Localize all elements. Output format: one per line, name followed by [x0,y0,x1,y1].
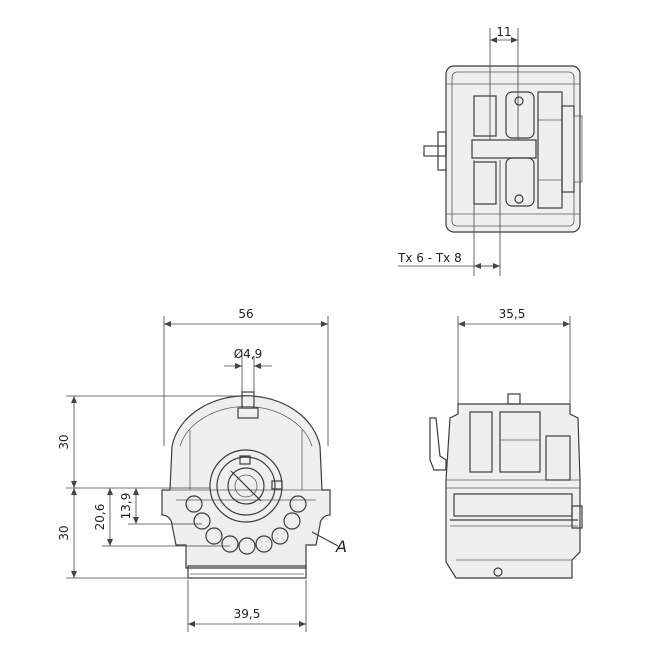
base-width-dimension: 39,5 [234,607,261,621]
side-view: 35,5 [429,307,583,579]
upper-height-dimension: 30 [57,434,71,449]
side-width-dimension: 35,5 [499,307,526,321]
front-width-dimension: 56 [238,307,253,321]
screw-size-dimension: Tx 6 - Tx 8 [397,251,462,265]
section-marker: A [335,537,347,556]
top-view-width-dimension: 11 [496,25,511,39]
mount-height-dimension-1: 20,6 [93,504,107,531]
mount-height-dimension-2: 13,9 [119,493,133,520]
top-view: 11 Tx 6 - Tx 8 [397,25,583,276]
front-view: 56 Ø4,9 30 30 20,6 13,9 39,5 A [57,307,347,632]
lower-height-dimension: 30 [57,525,71,540]
hole-diameter-dimension: Ø4,9 [234,347,263,361]
